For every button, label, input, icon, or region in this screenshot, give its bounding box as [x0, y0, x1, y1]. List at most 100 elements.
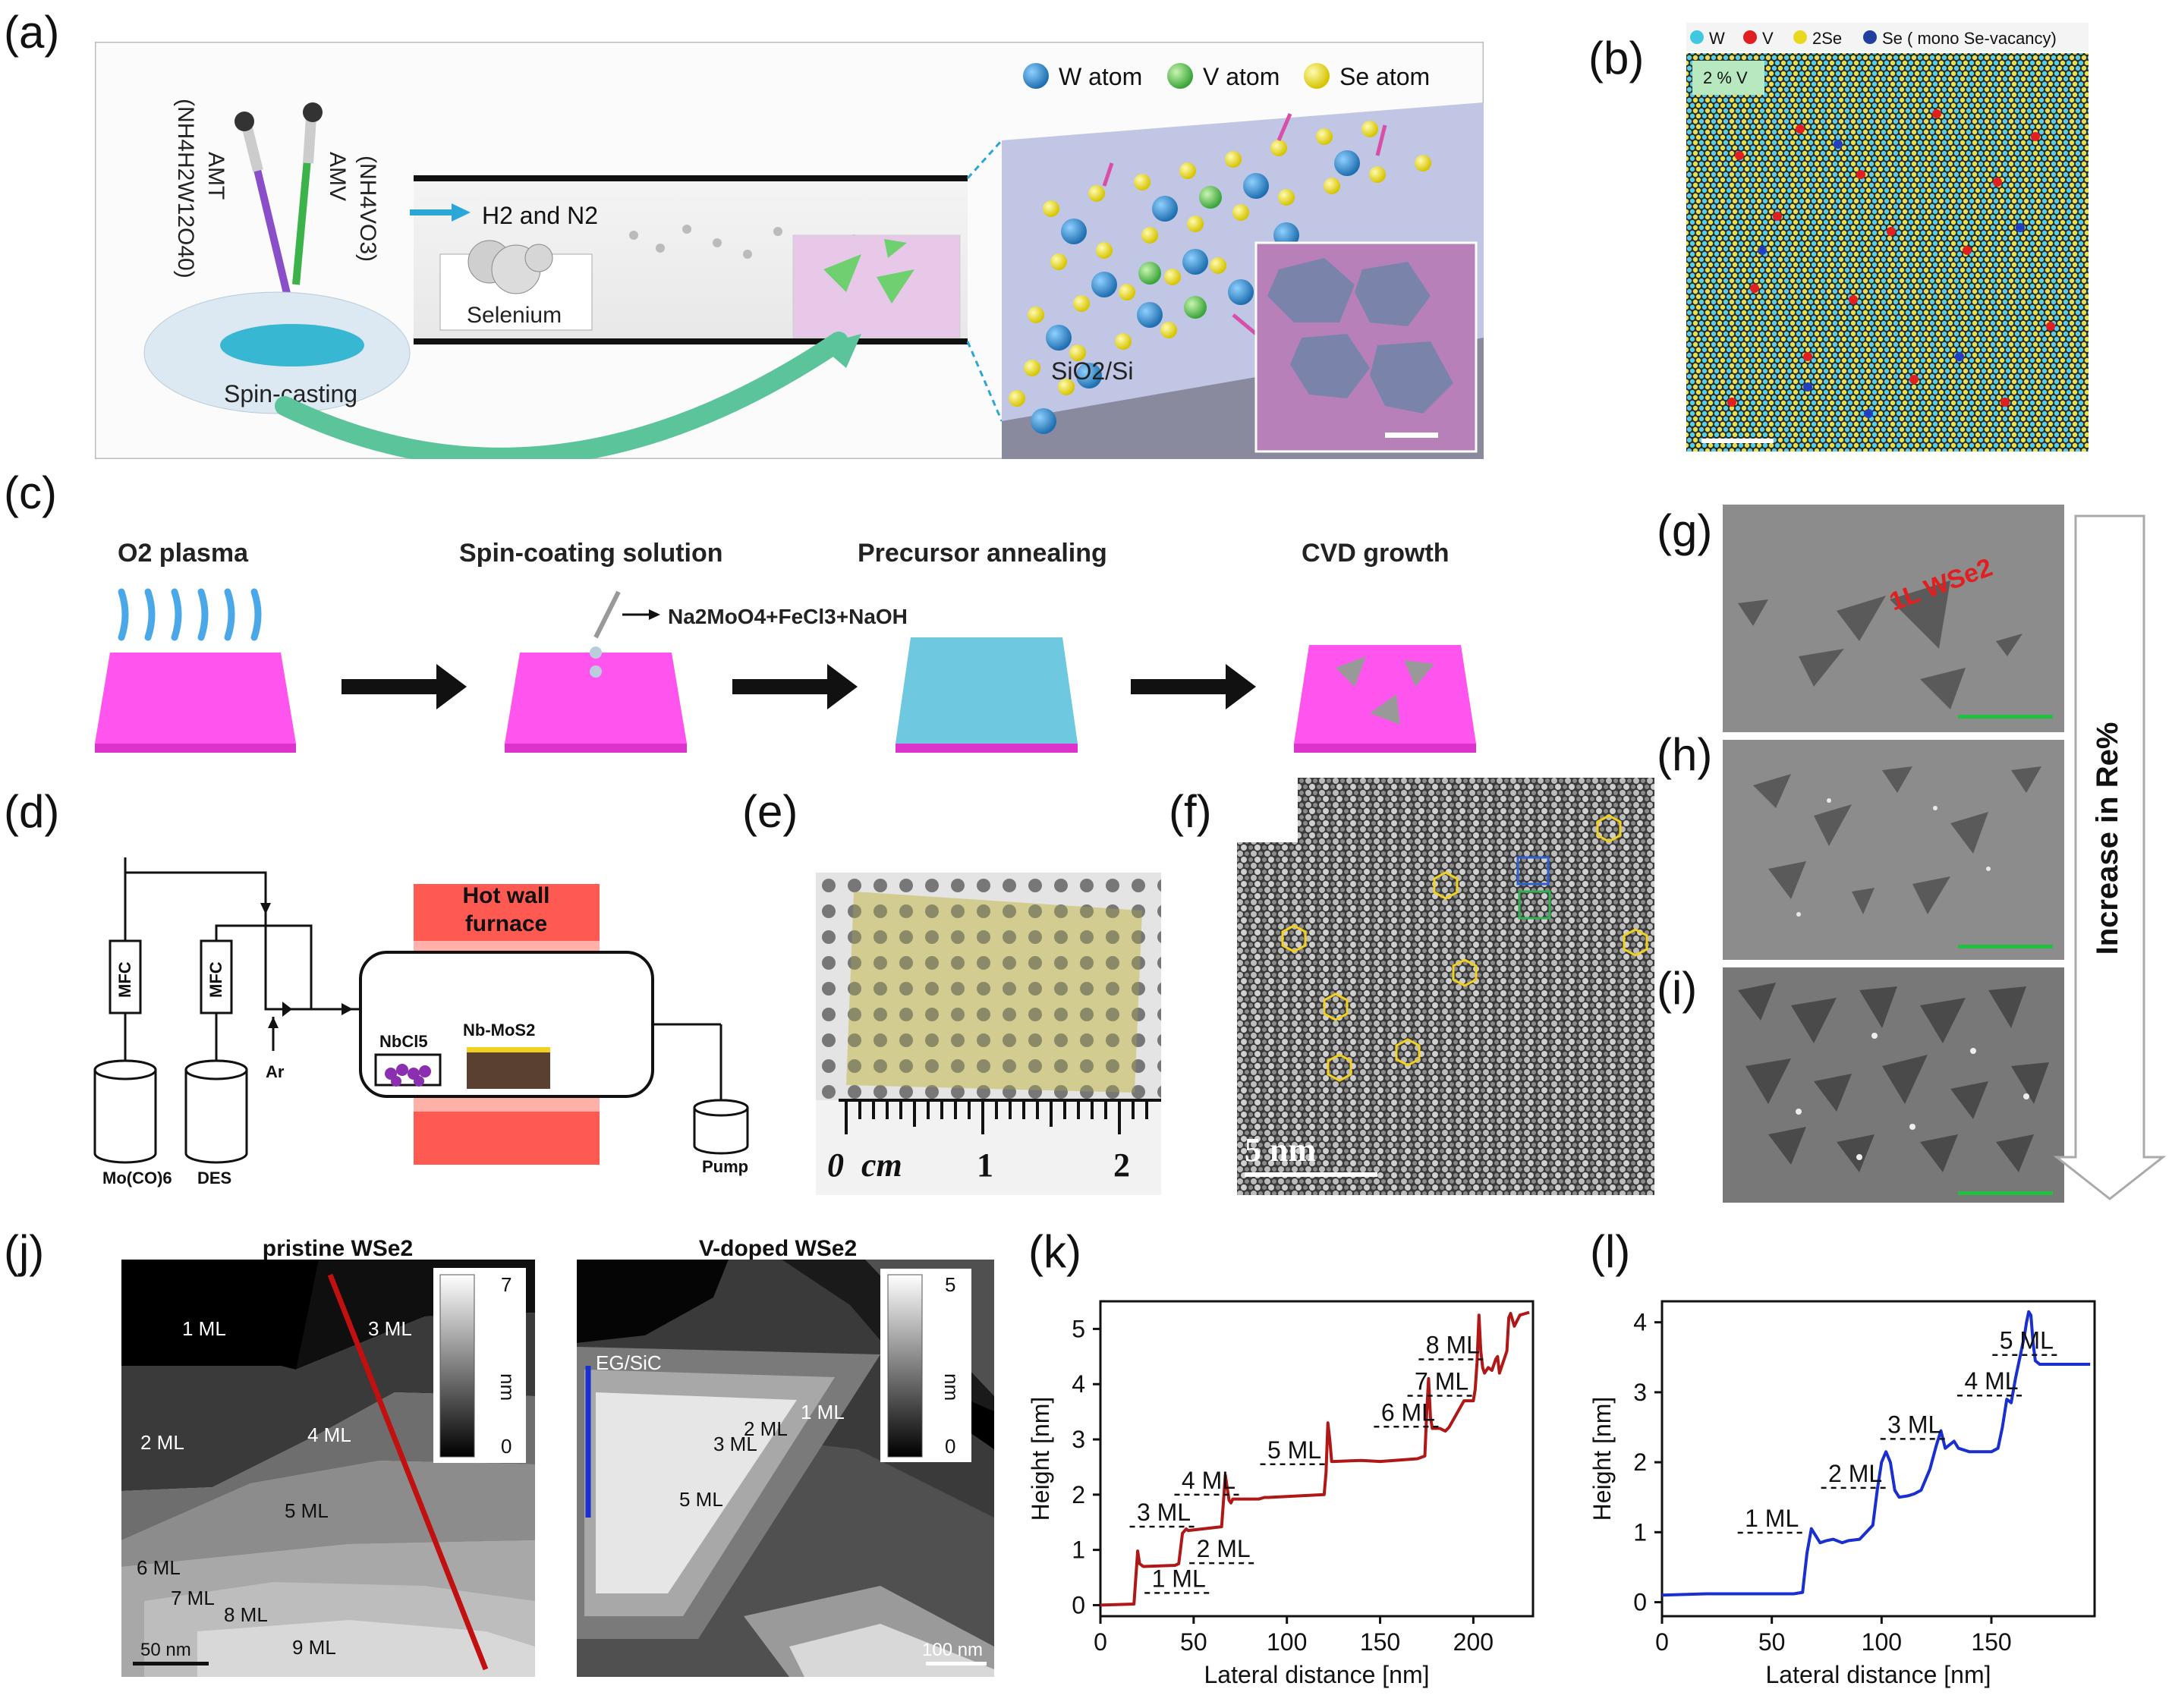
chart-k-ytick-label: 4: [1072, 1370, 1085, 1398]
doping-tag-text: 2 % V: [1703, 68, 1748, 87]
se-vacancy-sites: [1758, 140, 2025, 418]
panel-ghi-sem: 1L WSe2 Increase in Re%: [1723, 505, 2167, 1203]
substrate-4: [1294, 645, 1476, 753]
chart-k-xtick-label: 100: [1267, 1628, 1307, 1656]
chart-l-x-axis-label: Lateral distance [nm]: [1765, 1661, 1991, 1688]
chart-l-xtick-label: 100: [1862, 1628, 1902, 1656]
panel-f-scale-text: 5 nm: [1245, 1131, 1316, 1169]
pristine-title: pristine WSe2: [263, 1236, 413, 1261]
ruler-0: 0: [827, 1147, 844, 1184]
chart-k-annotation-label: 3 ML: [1137, 1499, 1191, 1526]
chart-k-annotation-label: 6 ML: [1381, 1398, 1435, 1426]
arrow-1: [342, 664, 467, 709]
defect-markers: [1281, 814, 1648, 1082]
ar-label: Ar: [266, 1062, 285, 1081]
chart-k-ytick-label: 1: [1072, 1537, 1085, 1564]
chart-l-height-profile-line: [1661, 1310, 2091, 1597]
panel-label-l: (l): [1590, 1226, 1631, 1277]
amt-formula: (NH4H2W12O40): [173, 99, 198, 278]
des-label: DES: [197, 1169, 231, 1187]
arrow-2: [732, 664, 858, 709]
chart-l-annotation-label: 5 ML: [2000, 1327, 2054, 1354]
chart-l-xtick-label: 150: [1971, 1628, 2011, 1656]
step-cvd-growth: CVD growth: [1302, 539, 1450, 568]
panel-label-i: (i): [1657, 963, 1698, 1014]
chart-k-ytick-label: 5: [1072, 1315, 1085, 1342]
legend-b-2se: 2Se: [1812, 29, 1842, 48]
cbar-left-unit: nm: [496, 1373, 519, 1401]
gas-label: H2 and N2: [482, 202, 598, 229]
chart-k-annotation-label: 1 ML: [1152, 1565, 1206, 1592]
chart-k-annotation-label: 2 ML: [1197, 1535, 1251, 1562]
chart-k-ytick-label: 0: [1072, 1591, 1085, 1618]
chart-k-annotation-label: 7 ML: [1415, 1367, 1468, 1395]
inset-scale-bar: [1385, 433, 1438, 438]
increase-arrow: [2053, 514, 2167, 1200]
panel-label-j: (j): [4, 1226, 45, 1277]
amt-pipette-bulb: [235, 112, 254, 131]
ml-label-3: 3 ML: [368, 1317, 412, 1340]
panel-d-cvd-setup: Hot wall furnace NbCl5 Nb-MoS2 Ar MFC MF…: [93, 857, 749, 1187]
source-cylinders: [93, 1059, 749, 1164]
cbar-right-unit: nm: [940, 1373, 963, 1401]
panel-label-k: (k): [1028, 1226, 1081, 1277]
legend-b-se-vacancy: Se ( mono Se-vacancy): [1882, 29, 2057, 48]
ml-label-5: 5 ML: [285, 1499, 329, 1522]
panel-c-process: O2 plasma Spin-coating solution Precurso…: [95, 539, 1476, 753]
chart-k-height-profile-line: [1100, 1310, 1530, 1607]
vdoped-title: V-doped WSe2: [699, 1236, 857, 1261]
chart-k-ytick-label: 2: [1072, 1481, 1085, 1508]
right-ml-1: 1 ML: [801, 1401, 845, 1423]
chart-k-annotation-label: 5 ML: [1267, 1436, 1321, 1464]
amt-label: AMT: [203, 152, 228, 200]
panel-f-scale-bar: [1245, 1172, 1377, 1177]
cbar-left-max: 7: [501, 1273, 512, 1296]
ml-label-4: 4 ML: [307, 1423, 351, 1446]
chart-k-annotation-label: 8 ML: [1426, 1331, 1480, 1358]
arrow-3: [1131, 664, 1256, 709]
increase-arrow-label: Increase in Re%: [2091, 722, 2124, 955]
legend-b-v: V: [1762, 29, 1774, 48]
panel-label-c: (c): [4, 467, 57, 518]
chart-l-annotation-label: 1 ML: [1745, 1505, 1799, 1532]
panel-label-g: (g): [1657, 505, 1713, 556]
chart-l-ytick-label: 0: [1633, 1589, 1647, 1616]
chart-l-ytick-label: 1: [1633, 1518, 1647, 1546]
ml-label-8: 8 ML: [224, 1603, 268, 1626]
chart-l-y-axis-label: Height [nm]: [1588, 1397, 1616, 1521]
furnace-label-1: Hot wall: [462, 883, 549, 908]
step-annealing: Precursor annealing: [858, 539, 1107, 568]
substrate-3: [896, 637, 1078, 753]
legend-b-w: W: [1709, 29, 1725, 48]
ml-label-9: 9 ML: [292, 1636, 336, 1659]
ml-label-7: 7 ML: [171, 1587, 215, 1609]
chart-l-axes-frame: [1660, 1300, 2096, 1618]
ml-label-6: 6 ML: [137, 1556, 181, 1579]
substrate-2: [505, 590, 687, 753]
right-ml-5: 5 ML: [679, 1488, 723, 1511]
step-spin-coating: Spin-coating solution: [459, 539, 723, 568]
panel-label-h: (h): [1657, 729, 1713, 780]
panel-j-afm: pristine WSe2 V-doped WSe2 7 nm 0 1 ML 2…: [121, 1236, 994, 1677]
amv-label: AMV: [325, 152, 350, 201]
nb-mos2-label: Nb-MoS2: [463, 1021, 535, 1040]
wafer-film: [846, 892, 1142, 1093]
panel-f-stem: 5 nm: [1237, 778, 1654, 1195]
legend-w-atom: W atom: [1059, 63, 1142, 90]
cbar-left-min: 0: [501, 1435, 512, 1458]
chart-l-ytick-label: 4: [1633, 1309, 1647, 1336]
chart-k-ytick-label: 3: [1072, 1426, 1085, 1453]
chart-l-xtick-label: 50: [1758, 1628, 1786, 1656]
solution-label: Na2MoO4+FeCl3+NaOH: [668, 605, 908, 628]
transfer-arrow: [275, 332, 848, 459]
right-scale-text: 100 nm: [922, 1640, 983, 1660]
ml-label-2: 2 ML: [140, 1431, 184, 1454]
substrate-1: [95, 588, 296, 753]
ruler-1: 1: [977, 1147, 993, 1184]
mfc-1-label: MFC: [115, 961, 134, 998]
